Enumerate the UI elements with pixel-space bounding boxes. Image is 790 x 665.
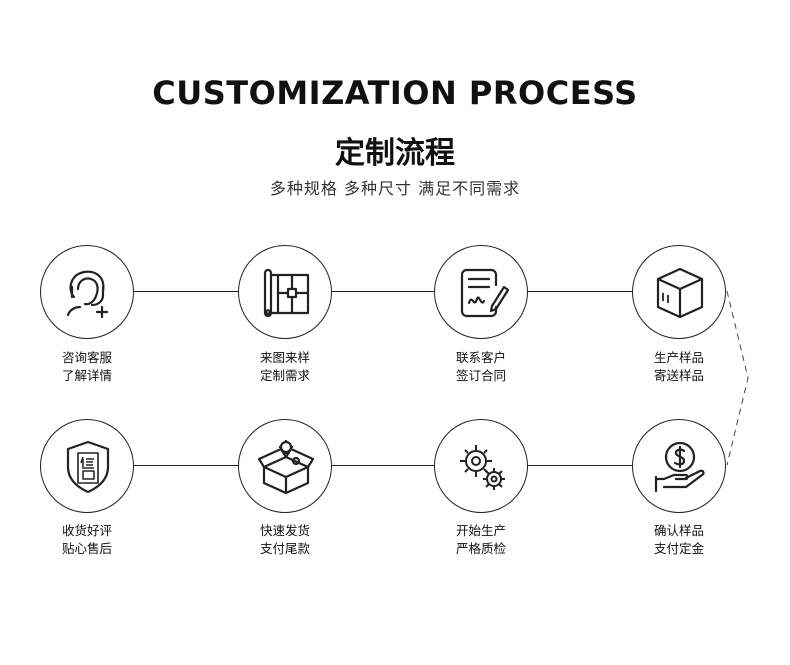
step-sample — [632, 245, 726, 339]
step-label: 联系客户签订合同 — [455, 350, 506, 383]
deposit-payment-icon — [654, 441, 705, 493]
connector-line — [134, 465, 240, 466]
step-deposit — [632, 419, 726, 513]
step-label: 收货好评贴心售后 — [61, 523, 112, 556]
step-shipping — [238, 419, 332, 513]
step-production — [434, 419, 528, 513]
step-contract — [434, 245, 528, 339]
step-label: 生产样品寄送样品 — [653, 350, 704, 383]
contract-sign-icon — [460, 268, 510, 318]
connector-line — [134, 291, 240, 292]
shipping-box-icon — [257, 440, 315, 495]
step-label: 快速发货支付尾款 — [259, 523, 310, 556]
blueprint-icon — [263, 268, 310, 318]
step-label: 来图来样定制需求 — [259, 350, 310, 383]
page-subtitle: 定制流程 — [335, 136, 455, 171]
customer-service-icon — [66, 270, 109, 319]
step-consult — [40, 245, 134, 339]
step-label: 确认样品支付定金 — [653, 523, 704, 556]
connector-line — [332, 465, 434, 466]
box-icon — [656, 267, 704, 319]
after-sale-shield-icon — [66, 440, 110, 494]
connector-line — [332, 291, 434, 292]
page-title: CUSTOMIZATION PROCESS — [152, 74, 638, 112]
step-label: 咨询客服了解详情 — [61, 350, 112, 383]
step-drawing — [238, 245, 332, 339]
gears-icon — [460, 445, 505, 490]
step-label: 开始生产严格质检 — [455, 523, 506, 556]
tagline: 多种规格 多种尺寸 满足不同需求 — [269, 179, 521, 198]
connector-line — [528, 291, 632, 292]
connector-line — [528, 465, 632, 466]
step-after-sale — [40, 419, 134, 513]
